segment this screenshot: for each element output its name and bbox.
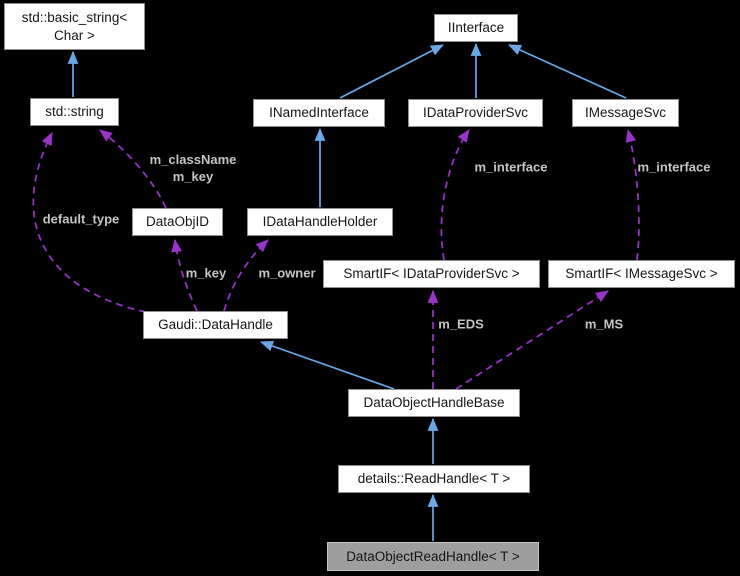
node-data-object-handle-base[interactable]: DataObjectHandleBase	[348, 389, 520, 417]
edge-dataobjecthandlebase-to-gaudidatahandle	[259, 340, 395, 390]
node-smartif-idataprovidersvc[interactable]: SmartIF< IDataProviderSvc >	[323, 260, 540, 288]
node-idata-provider-svc[interactable]: IDataProviderSvc	[408, 99, 543, 127]
node-imessage-svc[interactable]: IMessageSvc	[572, 99, 679, 127]
edge-label-m-key: m_key	[185, 265, 227, 281]
node-iinterface[interactable]: IInterface	[434, 14, 518, 42]
edge-label-m-interface-right: m_interface	[637, 159, 711, 175]
node-idata-handle-holder[interactable]: IDataHandleHolder	[247, 208, 393, 236]
edge-dataobjecthandlebase-to-smartifmessagesvc	[455, 290, 609, 390]
edge-gaudidatahandle-to-idatahandleholder	[223, 239, 269, 312]
edge-gaudidatahandle-to-stdstring	[32, 132, 147, 313]
node-inamed-interface[interactable]: INamedInterface	[253, 99, 385, 127]
node-data-obj-id[interactable]: DataObjID	[132, 208, 223, 236]
edge-label-m-owner: m_owner	[258, 265, 316, 281]
edge-inamedinterface-to-iinterface	[339, 44, 444, 99]
edge-label-default-type: default_type	[42, 211, 120, 227]
edge-imessagesvc-to-iinterface	[508, 44, 627, 99]
edge-gaudidatahandle-to-dataobjid	[171, 238, 198, 312]
edge-label-m-classname-m-key: m_className m_key	[150, 151, 237, 185]
edge-label-m-eds: m_EDS	[438, 316, 484, 332]
node-smartif-imessagesvc[interactable]: SmartIF< IMessageSvc >	[548, 260, 735, 288]
edge-label-m-ms: m_MS	[584, 316, 624, 332]
edge-label-m-interface-left: m_interface	[474, 159, 548, 175]
edge-smartifmessagesvc-to-imessagesvc	[625, 128, 640, 261]
node-data-object-read-handle-current: DataObjectReadHandle< T >	[327, 542, 539, 571]
edge-label-m-classname-line1: m_className	[149, 152, 237, 167]
edge-label-m-classname-line2: m_key	[172, 169, 214, 184]
edge-smartifdataprovider-to-idataprovidersvc	[440, 129, 470, 261]
edge-dataobjid-to-stdstring	[99, 129, 167, 209]
node-std-basic-string[interactable]: std::basic_string< Char >	[4, 3, 145, 50]
node-gaudi-data-handle[interactable]: Gaudi::DataHandle	[143, 311, 288, 339]
node-std-string[interactable]: std::string	[30, 98, 119, 126]
node-details-read-handle[interactable]: details::ReadHandle< T >	[338, 465, 530, 493]
